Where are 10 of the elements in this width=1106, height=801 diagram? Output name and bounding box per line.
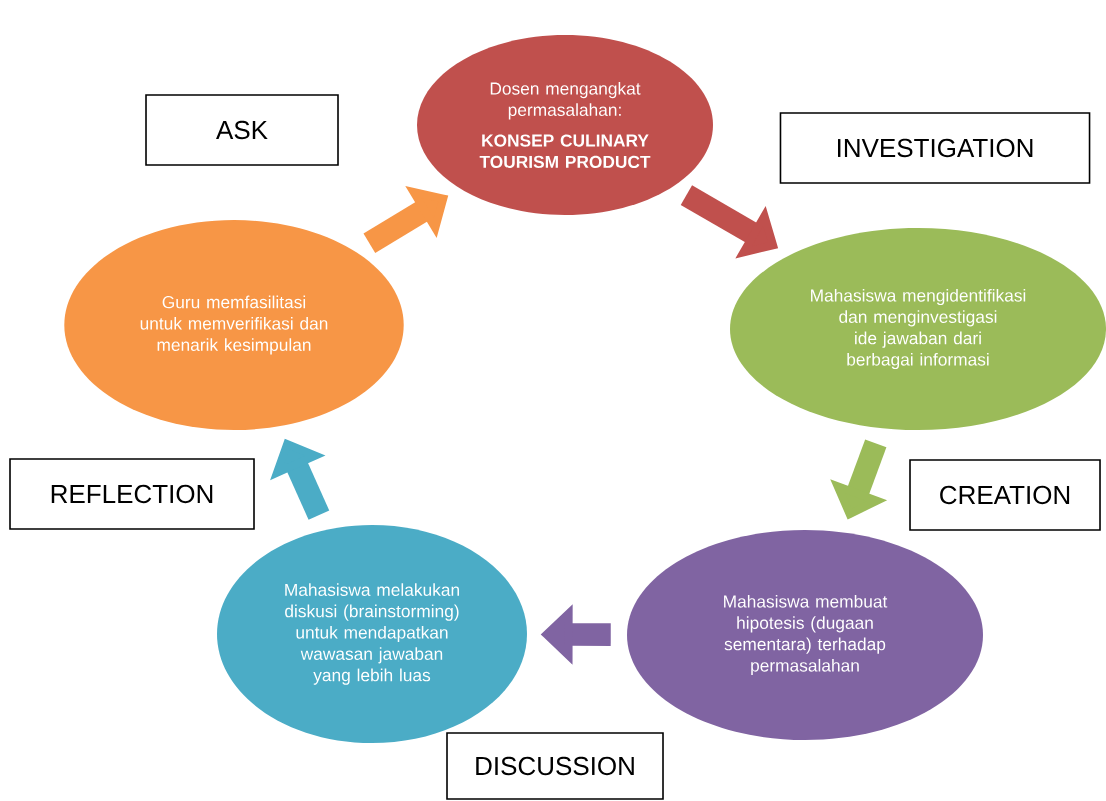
- stage-label-box: ASK: [145, 94, 339, 166]
- ellipse-node: Dosen mengangkat permasalahan: KONSEP CULINARY TOURISM PRODUCT: [417, 35, 713, 215]
- ellipse-node: Mahasiswa mengidentifikasi dan menginvestigasi ide jawaban dari berbagai informasi: [730, 228, 1106, 430]
- ellipse-node: Guru memfasilitasi untuk memverifikasi dan menarik kesimpulan: [64, 220, 404, 430]
- ellipse-node: Mahasiswa membuat hipotesis (dugaan sementara) terhadap permasalahan: [627, 530, 983, 740]
- stage-label-box: CREATION: [909, 459, 1101, 531]
- stage-label-box: INVESTIGATION: [779, 112, 1091, 184]
- stage-label-box: DISCUSSION: [446, 732, 664, 800]
- ellipse-node: Mahasiswa melakukan diskusi (brainstorming) untuk mendapatkan wawasan jawaban yang lebih luas: [217, 525, 527, 743]
- stage-label-box: REFLECTION: [9, 458, 255, 530]
